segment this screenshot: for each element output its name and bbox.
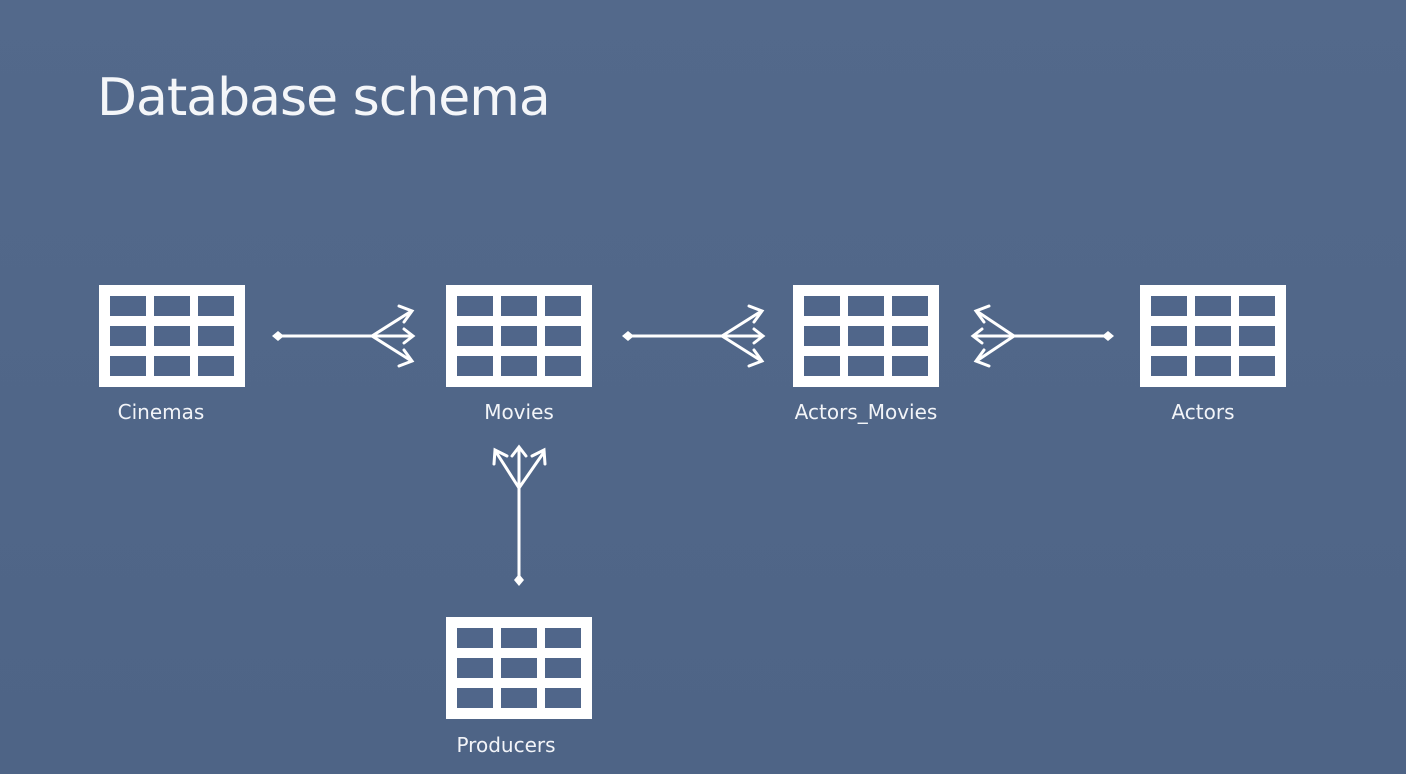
cinemas-movies-connector [276, 304, 416, 368]
producers-table-icon [446, 617, 592, 719]
actors-actors-movies-connector [970, 304, 1110, 368]
producers-label: Producers [456, 733, 556, 757]
cinemas-label: Cinemas [117, 400, 205, 424]
actors-table-icon [1140, 285, 1286, 387]
cinemas-endpoint-diamond [272, 331, 284, 341]
actors-endpoint-diamond [1102, 331, 1114, 341]
producers-endpoint-diamond [514, 574, 524, 586]
movies-actors-movies-connector [626, 304, 766, 368]
actors-label: Actors [1171, 400, 1235, 424]
movies-endpoint-diamond [622, 331, 634, 341]
actors-movies-label: Actors_Movies [794, 400, 938, 424]
actors-movies-table-icon [793, 285, 939, 387]
movies-table-icon [446, 285, 592, 387]
producers-movies-connector [492, 444, 547, 582]
cinemas-table-icon [99, 285, 245, 387]
movies-label: Movies [484, 400, 554, 424]
slide-title: Database schema [97, 68, 551, 128]
